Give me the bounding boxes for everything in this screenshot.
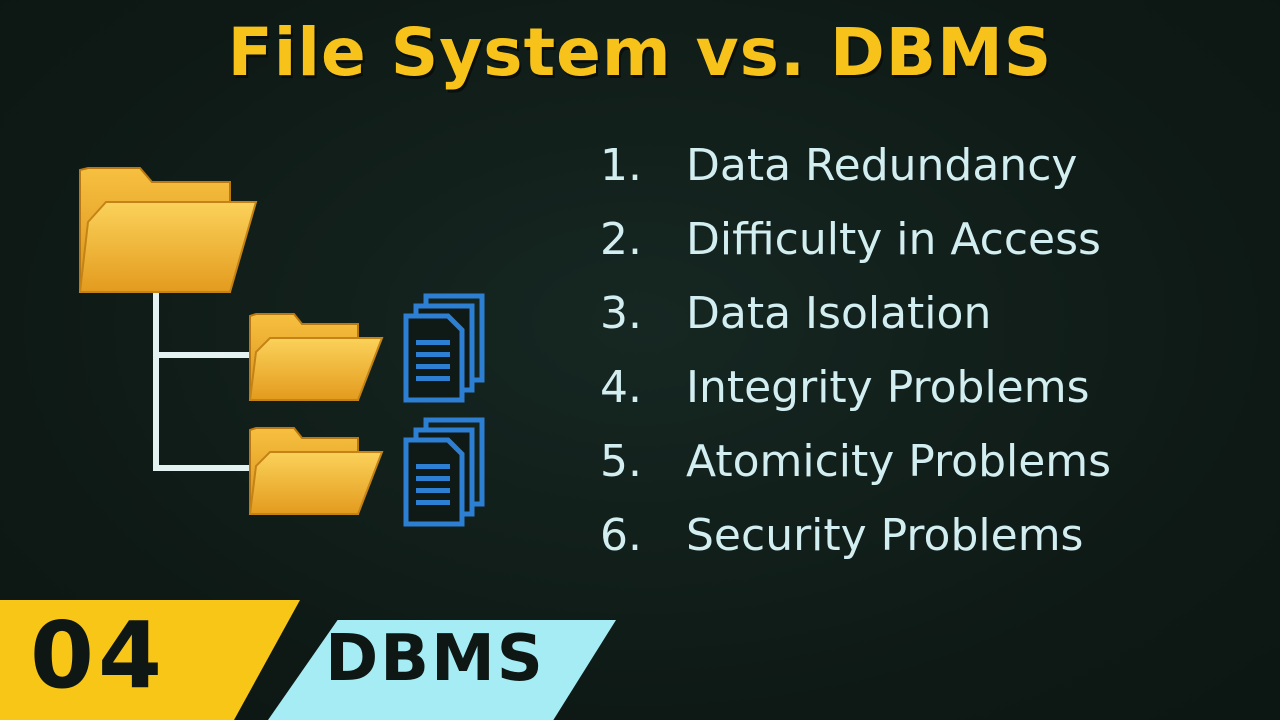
list-item-number: 2.	[600, 214, 642, 265]
child-folder-icon	[248, 313, 384, 401]
series-tag: DBMS	[325, 622, 545, 696]
list-item-label: Data Isolation	[686, 288, 992, 339]
list-item-label: Security Problems	[686, 510, 1084, 561]
list-item: 6. Security Problems	[600, 510, 1260, 584]
list-item-label: Difficulty in Access	[686, 214, 1101, 265]
list-item-label: Atomicity Problems	[686, 436, 1112, 487]
list-item: 4. Integrity Problems	[600, 362, 1260, 436]
tree-connector	[153, 290, 252, 471]
list-item: 1. Data Redundancy	[600, 140, 1260, 214]
list-item-label: Integrity Problems	[686, 362, 1090, 413]
list-item-number: 5.	[600, 436, 642, 487]
page-title: File System vs. DBMS	[227, 14, 1053, 91]
list-item-number: 6.	[600, 510, 642, 561]
episode-badge: 04 DBMS	[0, 600, 640, 720]
series-tag-background	[268, 620, 616, 720]
list-item-number: 4.	[600, 362, 642, 413]
list-item: 3. Data Isolation	[600, 288, 1260, 362]
list-item-number: 1.	[600, 140, 642, 191]
document-stack-icon	[403, 417, 485, 527]
document-stack-icon	[403, 293, 485, 403]
list-item-number: 3.	[600, 288, 642, 339]
root-folder-icon	[78, 167, 258, 293]
list-item: 5. Atomicity Problems	[600, 436, 1260, 510]
file-system-diagram	[78, 167, 485, 527]
child-folder-icon	[248, 427, 384, 515]
episode-number: 04	[30, 602, 167, 709]
list-item-label: Data Redundancy	[686, 140, 1078, 191]
problems-list: 1. Data Redundancy 2. Difficulty in Acce…	[600, 140, 1260, 584]
list-item: 2. Difficulty in Access	[600, 214, 1260, 288]
